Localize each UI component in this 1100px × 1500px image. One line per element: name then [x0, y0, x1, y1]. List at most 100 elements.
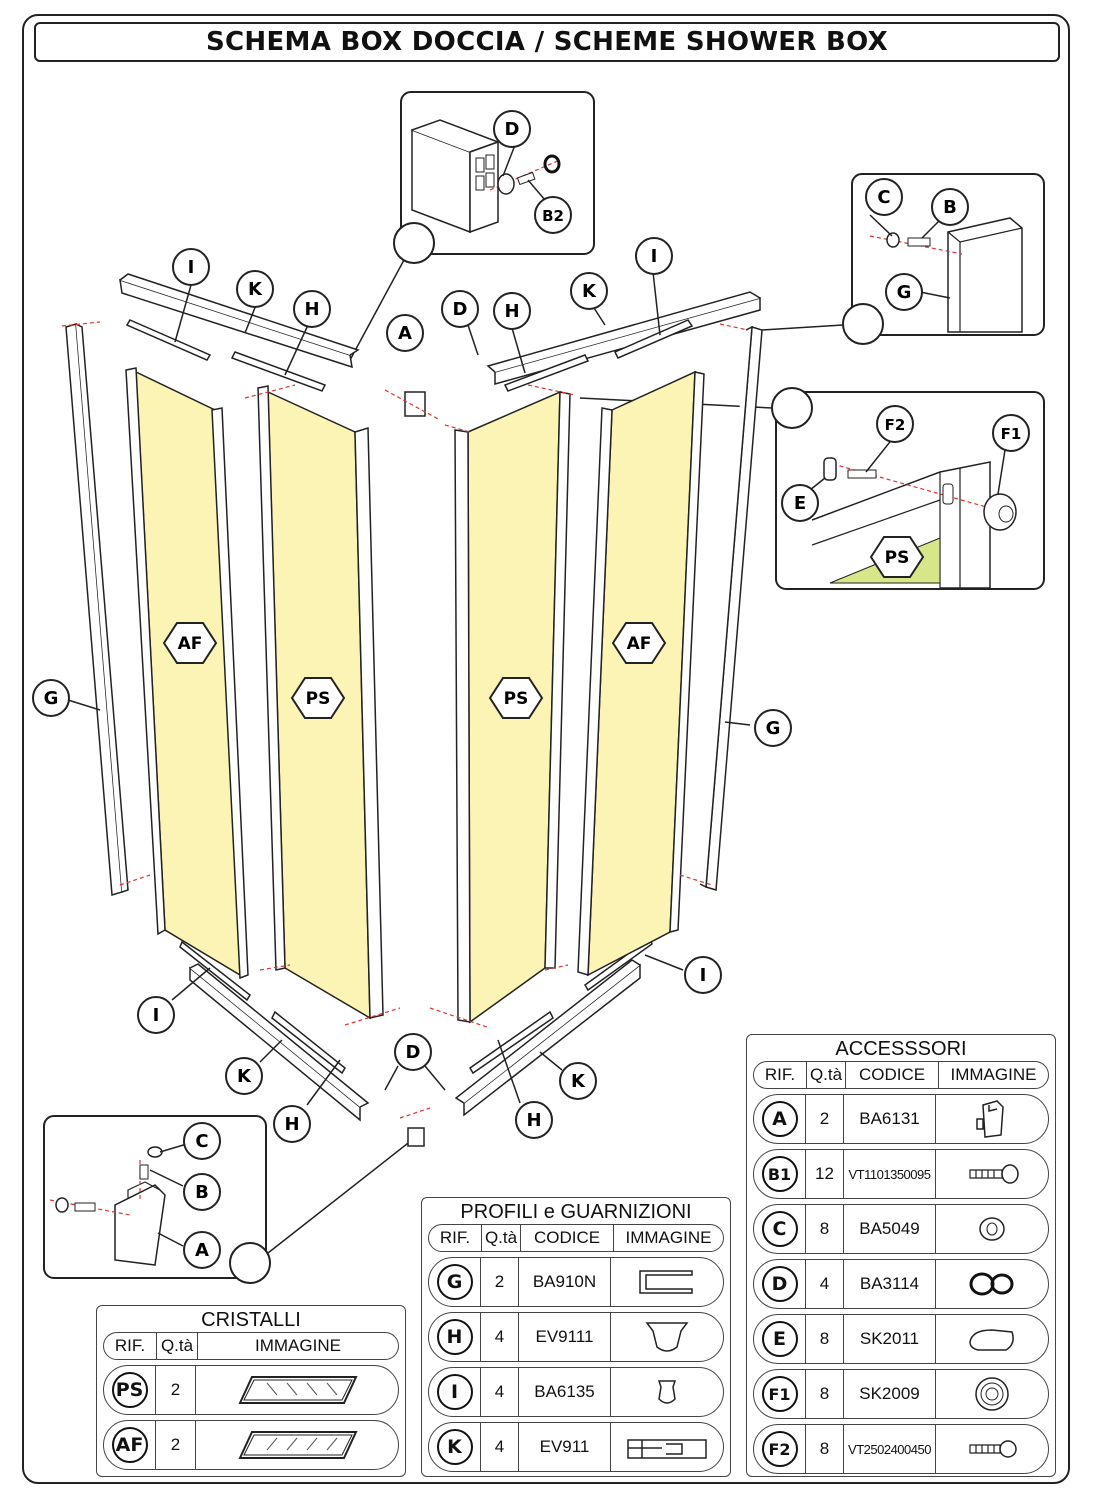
- rif-badge: A: [761, 1101, 798, 1137]
- title-bar: SCHEMA BOX DOCCIA / SCHEME SHOWER BOX: [34, 22, 1060, 62]
- col-qty: Q.tà: [482, 1225, 521, 1251]
- svg-text:PS: PS: [306, 689, 331, 709]
- callout-k: K: [559, 1062, 597, 1100]
- callout-d: D: [493, 110, 531, 148]
- table-profili-title: PROFILI e GUARNIZIONI: [460, 1201, 692, 1223]
- qty-cell: 2: [156, 1366, 196, 1414]
- svg-text:I: I: [651, 246, 658, 267]
- track-profile-icon: [611, 1423, 723, 1471]
- callout-e: E: [781, 484, 819, 522]
- callout-i: I: [172, 248, 210, 286]
- table-cristalli-title: CRISTALLI: [201, 1309, 301, 1331]
- callout-c: C: [865, 178, 903, 216]
- rif-badge: D: [761, 1266, 798, 1302]
- callout-k: K: [570, 272, 608, 310]
- rif-badge: K: [436, 1429, 473, 1465]
- rif-badge: G: [436, 1264, 473, 1300]
- qty-cell: 4: [481, 1423, 519, 1471]
- svg-text:AF: AF: [627, 634, 652, 654]
- roller-icon: [936, 1370, 1048, 1418]
- callout-a: A: [183, 1231, 221, 1269]
- callout-h: H: [273, 1105, 311, 1143]
- code-cell: BA910N: [519, 1258, 611, 1306]
- svg-text:H: H: [526, 1110, 541, 1131]
- svg-text:K: K: [248, 279, 263, 300]
- svg-text:H: H: [504, 301, 519, 322]
- screw-icon: [936, 1150, 1048, 1198]
- callout-i: I: [684, 956, 722, 994]
- table-profili-header: RIF. Q.tà CODICE IMMAGINE: [428, 1224, 724, 1252]
- col-rif: RIF.: [429, 1225, 482, 1251]
- qty-cell: 4: [481, 1368, 519, 1416]
- page-title: SCHEMA BOX DOCCIA / SCHEME SHOWER BOX: [206, 27, 888, 57]
- svg-text:A: A: [398, 323, 412, 344]
- hex-label-ps-inset: PS: [869, 536, 925, 578]
- svg-text:H: H: [304, 299, 319, 320]
- rif-badge: F1: [761, 1376, 798, 1412]
- corner-bracket-bottom: [407, 1127, 425, 1147]
- svg-text:D: D: [453, 299, 468, 320]
- sliding-glass-icon: [196, 1366, 398, 1414]
- page-frame: [22, 14, 1070, 1484]
- glass-panels: [125, 367, 705, 1024]
- callout-k: K: [225, 1057, 263, 1095]
- code-cell: EV9111: [519, 1313, 611, 1361]
- svg-text:I: I: [700, 965, 707, 986]
- svg-text:K: K: [571, 1071, 586, 1092]
- callout-d: D: [394, 1033, 432, 1071]
- col-image: IMMAGINE: [950, 1065, 1037, 1084]
- callout-g: G: [754, 709, 792, 747]
- ring-d-icon: [543, 154, 561, 174]
- svg-text:G: G: [897, 282, 912, 303]
- svg-text:F2: F2: [885, 416, 906, 434]
- code-cell: BA6131: [844, 1095, 936, 1143]
- qty-cell: 4: [806, 1260, 844, 1308]
- code-cell: EV911: [519, 1423, 611, 1471]
- rif-badge: I: [436, 1374, 473, 1410]
- table-profili: PROFILI e GUARNIZIONI RIF. Q.tà CODICE I…: [421, 1197, 731, 1477]
- table-cristalli: CRISTALLI RIF. Q.tà IMMAGINE PS 2 AF 2: [96, 1305, 406, 1477]
- wall-profiles: [65, 323, 763, 896]
- svg-text:K: K: [582, 281, 597, 302]
- callout-h: H: [515, 1101, 553, 1139]
- callout-h: H: [293, 290, 331, 328]
- gasket-i-icon: [611, 1368, 723, 1416]
- bottom-rails: [179, 936, 653, 1122]
- code-cell: VT2502400450: [844, 1425, 936, 1473]
- rif-badge: AF: [111, 1427, 148, 1463]
- hex-label-af: AF: [162, 622, 218, 664]
- svg-text:AF: AF: [178, 634, 203, 654]
- callout-b: B: [931, 188, 969, 226]
- svg-text:B2: B2: [542, 207, 564, 225]
- qty-cell: 4: [481, 1313, 519, 1361]
- code-cell: BA5049: [844, 1205, 936, 1253]
- svg-text:D: D: [406, 1042, 421, 1063]
- qty-cell: 8: [806, 1315, 844, 1363]
- svg-text:I: I: [188, 257, 195, 278]
- callout-i: I: [635, 237, 673, 275]
- fixed-glass-icon: [196, 1421, 398, 1469]
- svg-text:E: E: [794, 493, 806, 514]
- gasket-h-icon: [611, 1313, 723, 1361]
- qty-cell: 2: [806, 1095, 844, 1143]
- svg-text:B: B: [943, 197, 957, 218]
- svg-text:B: B: [195, 1182, 209, 1203]
- svg-text:G: G: [766, 718, 781, 739]
- table-accessori-header: RIF. Q.tà CODICE IMMAGINE: [753, 1061, 1049, 1089]
- svg-text:C: C: [195, 1131, 208, 1152]
- svg-text:F1: F1: [1001, 425, 1022, 443]
- callout-k: K: [236, 270, 274, 308]
- svg-text:D: D: [505, 119, 520, 140]
- qty-cell: 12: [806, 1150, 844, 1198]
- rif-badge: B1: [761, 1156, 798, 1192]
- hex-label-af: AF: [611, 622, 667, 664]
